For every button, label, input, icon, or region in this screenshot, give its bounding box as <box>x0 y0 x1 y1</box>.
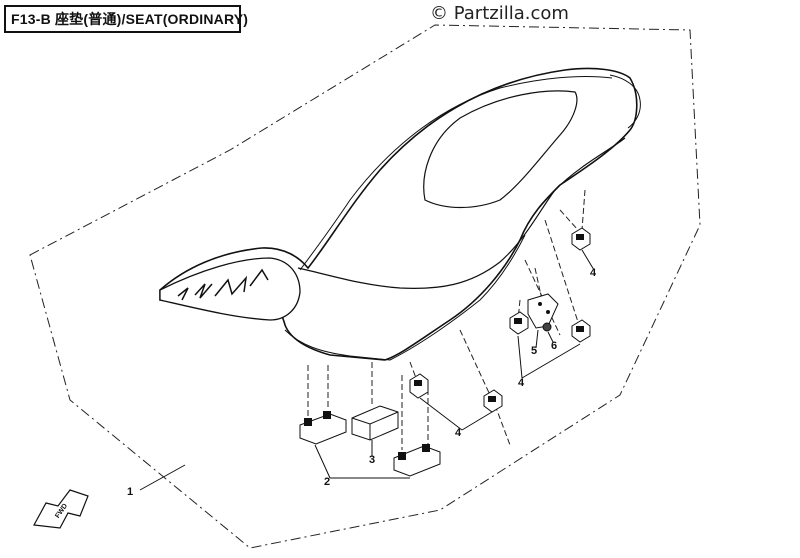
seat-logo-graphic <box>177 268 269 301</box>
callout-1: 1 <box>127 486 134 498</box>
callout-5: 5 <box>531 345 538 357</box>
nut-6 <box>542 322 552 332</box>
partzilla-watermark: © Partzilla.com <box>430 3 569 24</box>
seat-rear-edge <box>609 74 641 129</box>
callout-4-lower: 4 <box>455 427 462 439</box>
clip-4a <box>409 373 429 399</box>
assembly-boundary <box>29 24 701 549</box>
clip-4e <box>571 227 591 251</box>
seat-shell <box>159 67 638 361</box>
callout-lines <box>139 249 595 491</box>
clip-4b <box>483 389 503 413</box>
callout-4-upper: 4 <box>590 267 597 279</box>
seat-insert-panel <box>423 90 578 209</box>
bracket-2a <box>299 411 347 445</box>
callout-6: 6 <box>551 340 558 352</box>
diagram-title-box: F13-B 座垫(普通)/SEAT(ORDINARY) <box>4 5 248 33</box>
cushion-block-3 <box>351 405 399 441</box>
bracket-5 <box>527 293 559 329</box>
leader-lines <box>307 189 586 450</box>
clip-4d <box>571 319 591 343</box>
diagram-title: F13-B 座垫(普通)/SEAT(ORDINARY) <box>11 11 249 27</box>
seat-underside <box>284 234 526 361</box>
callout-4-middle: 4 <box>518 377 525 389</box>
clip-4c <box>509 311 529 335</box>
seat-top-edge <box>297 137 626 289</box>
bracket-2b <box>393 444 441 477</box>
callout-3: 3 <box>369 454 376 466</box>
seat-inner-contour <box>299 75 613 271</box>
callout-2: 2 <box>324 476 331 488</box>
fwd-arrow-icon: FWD <box>33 489 89 529</box>
